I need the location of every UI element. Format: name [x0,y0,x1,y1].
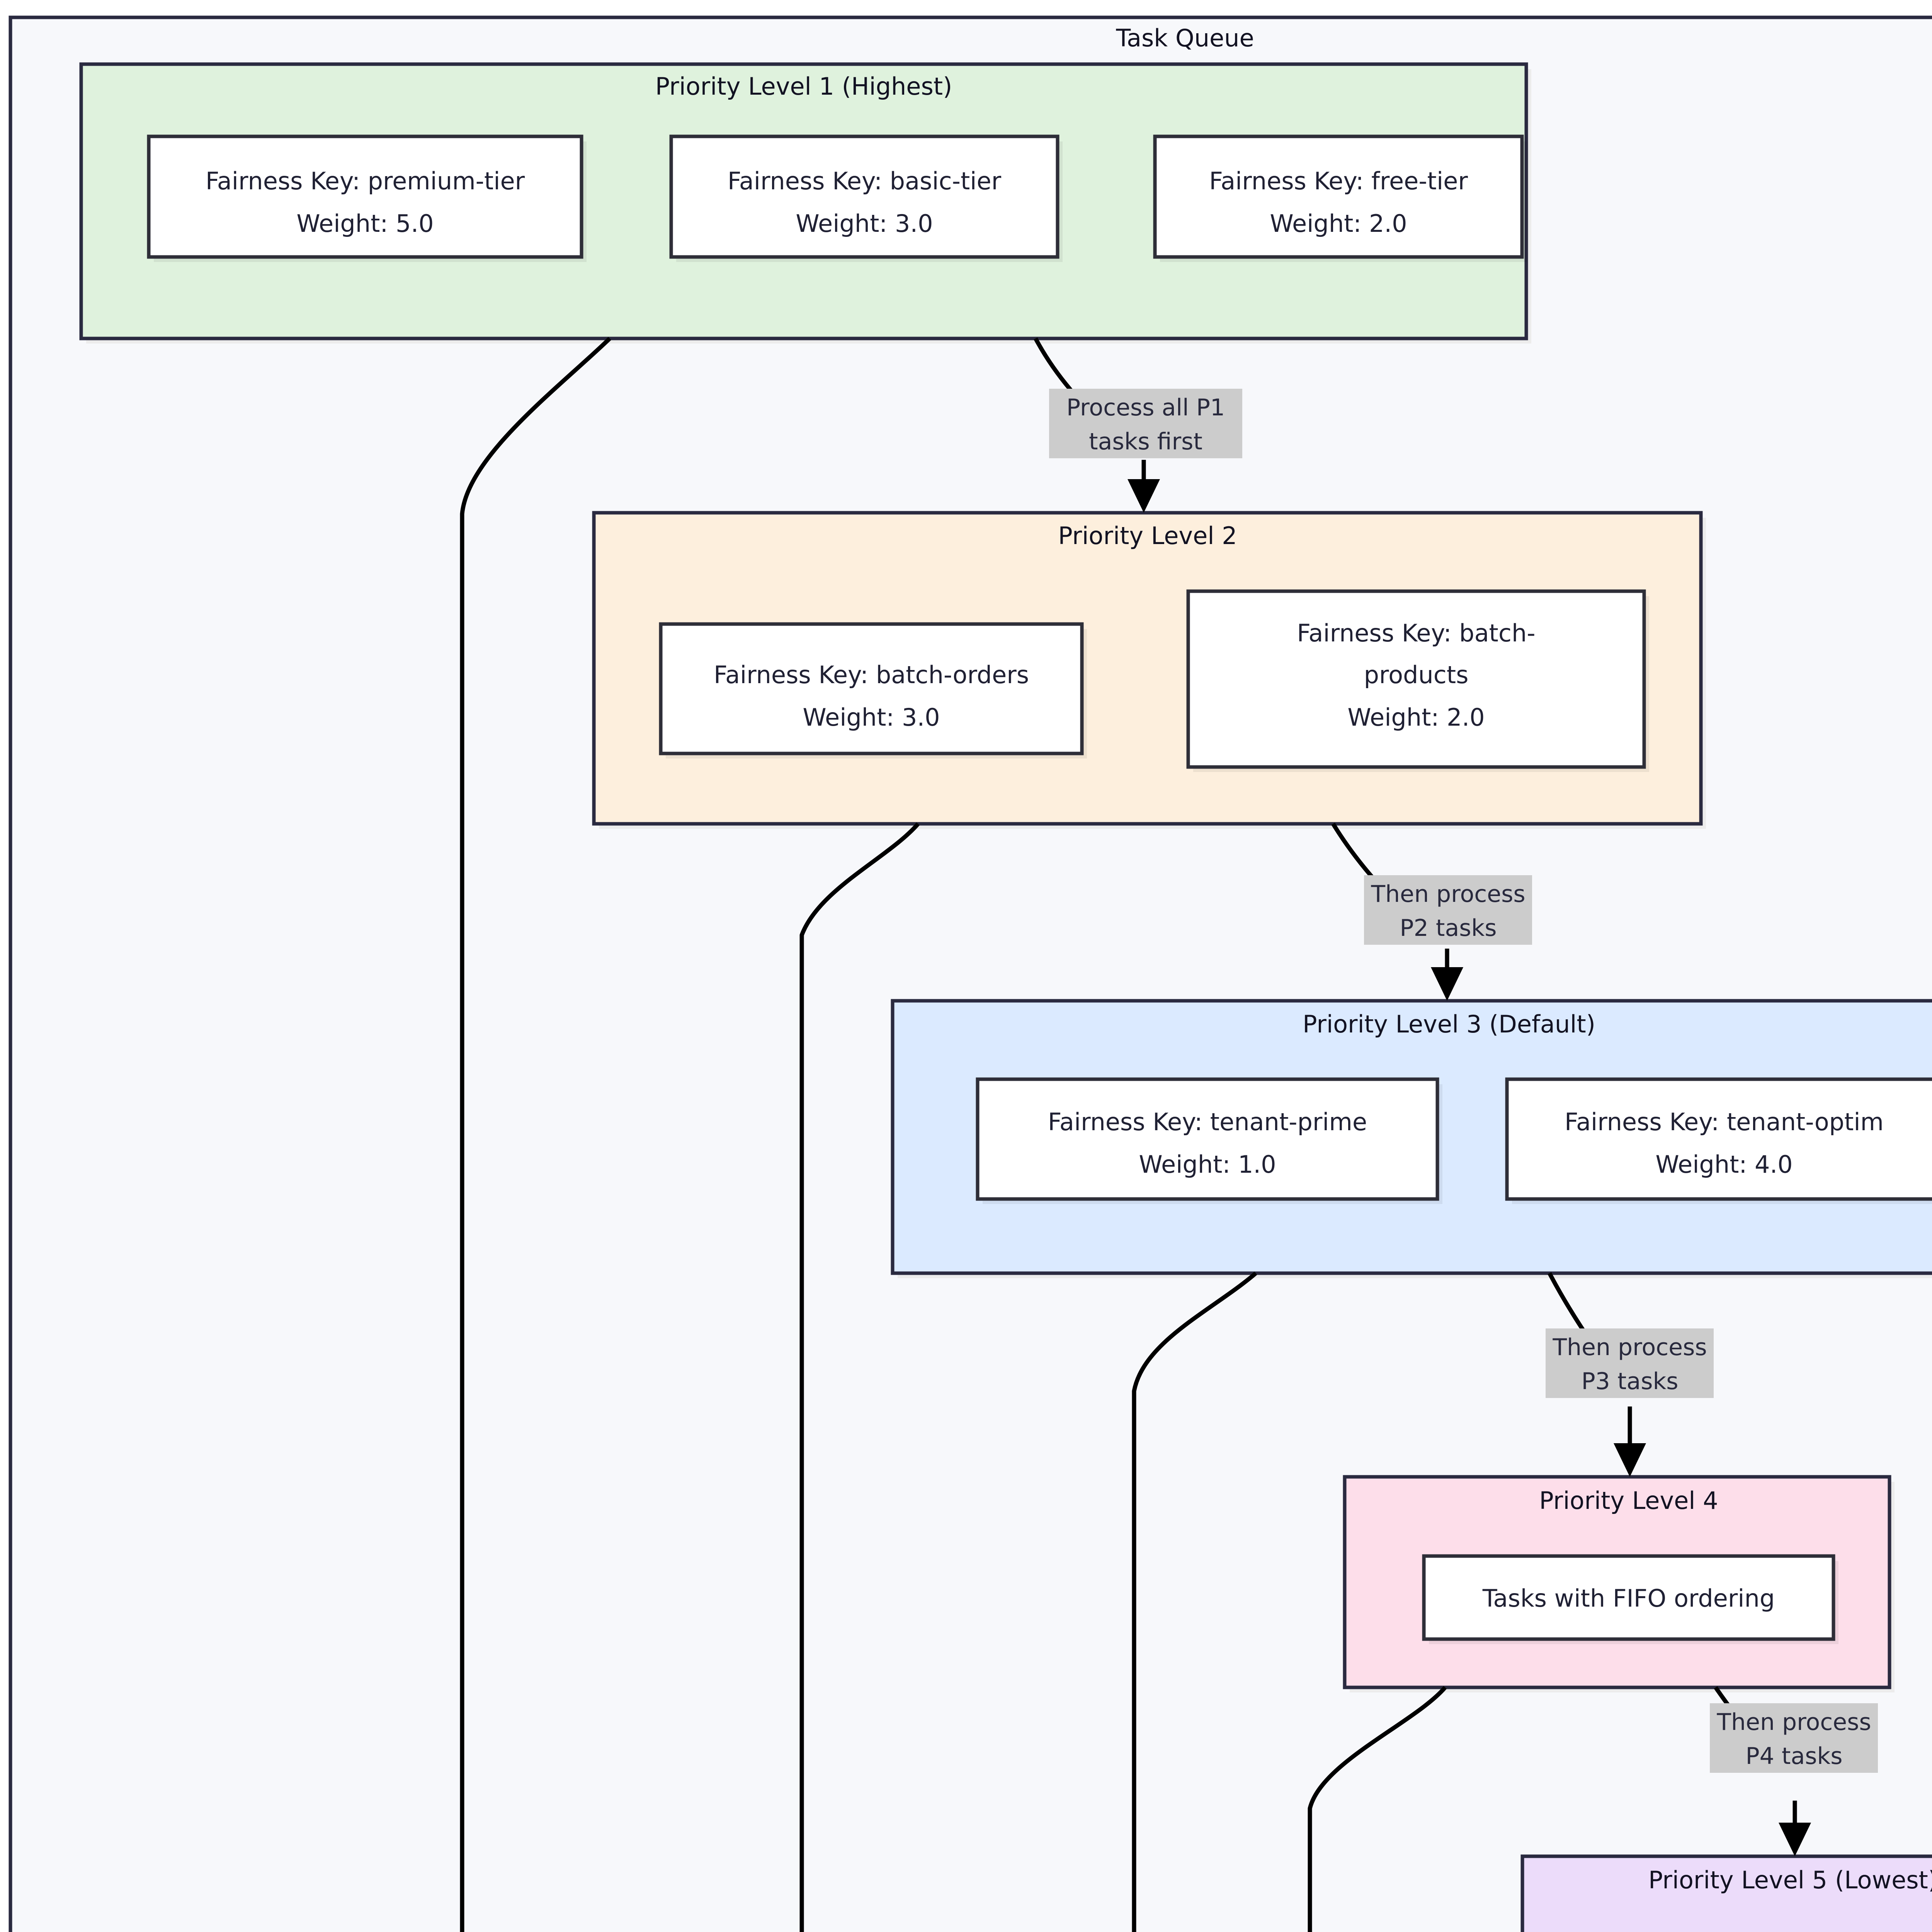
node-p1b-line1: Fairness Key: basic-tier [728,167,1002,195]
edge-label-e1-line2: tasks first [1089,428,1202,455]
node-p1-basic-tier[interactable]: Fairness Key: basic-tier Weight: 3.0 [669,134,1063,262]
edge-label-p2-p3: Then process P2 tasks [1364,875,1532,945]
node-p2a-line2: Weight: 3.0 [803,703,940,731]
edge-p3-to-workers [1132,1271,1257,1932]
node-p3b-line1: Fairness Key: tenant-optim [1565,1108,1884,1136]
edge-label-e4-line1: Then process [1716,1709,1871,1736]
node-p1a-line2: Weight: 5.0 [296,209,434,238]
node-p3b-line2: Weight: 4.0 [1655,1150,1793,1179]
node-p2b-line2: products [1364,661,1469,689]
edge-label-p3-p4: Then process P3 tasks [1546,1328,1714,1398]
cluster-title-task-queue: Task Queue [1116,24,1254,52]
node-p1c-line2: Weight: 2.0 [1270,209,1407,238]
edge-p2-to-workers [799,822,920,1932]
node-p3a-line1: Fairness Key: tenant-prime [1048,1108,1367,1136]
node-p3-tenant-optim[interactable]: Fairness Key: tenant-optim Weight: 4.0 [1505,1077,1932,1204]
node-p4a-line1: Tasks with FIFO ordering [1482,1584,1775,1612]
cluster-priority-level-3: Priority Level 3 (Default) Fairness Key:… [891,999,1932,1278]
edge-p4-to-workers [1308,1686,1447,1932]
cluster-title-p5: Priority Level 5 (Lowest) [1648,1866,1932,1894]
edge-label-e3-line1: Then process [1552,1334,1707,1361]
node-p1a-line1: Fairness Key: premium-tier [206,167,525,195]
node-p4-fifo[interactable]: Tasks with FIFO ordering [1422,1554,1838,1644]
node-p2b-line3: Weight: 2.0 [1347,703,1485,731]
cluster-title-p4: Priority Level 4 [1539,1486,1718,1515]
edge-label-p4-p5: Then process P4 tasks [1710,1703,1878,1773]
cluster-title-p2: Priority Level 2 [1058,522,1237,550]
cluster-title-p3: Priority Level 3 (Default) [1303,1010,1595,1038]
edge-label-e2-line1: Then process [1371,881,1525,908]
cluster-priority-level-2: Priority Level 2 Fairness Key: batch-ord… [592,511,1706,829]
edge-label-e4-line2: P4 tasks [1746,1743,1843,1770]
edge-label-e3-line2: P3 tasks [1582,1368,1679,1395]
edge-p1-to-workers [460,337,611,1932]
node-p2b-line1: Fairness Key: batch- [1297,619,1535,647]
node-p2-batch-products[interactable]: Fairness Key: batch- products Weight: 2.… [1186,589,1649,772]
node-p3a-line2: Weight: 1.0 [1139,1150,1276,1179]
node-p2a-line1: Fairness Key: batch-orders [714,661,1029,689]
cluster-priority-level-4: Priority Level 4 Tasks with FIFO orderin… [1343,1475,1895,1692]
edge-label-p1-p2: Process all P1 tasks first [1049,389,1242,458]
node-p2-batch-orders[interactable]: Fairness Key: batch-orders Weight: 3.0 [659,622,1087,759]
cluster-title-p1: Priority Level 1 (Highest) [655,72,952,100]
cluster-priority-level-1: Priority Level 1 (Highest) Fairness Key:… [79,62,1531,344]
node-p3-tenant-prime[interactable]: Fairness Key: tenant-prime Weight: 1.0 [976,1077,1442,1204]
node-p1-free-tier[interactable]: Fairness Key: free-tier Weight: 2.0 [1153,134,1527,262]
cluster-priority-level-5: Priority Level 5 (Lowest) Tasks with FIF… [1520,1854,1932,1932]
node-p1b-line2: Weight: 3.0 [796,209,933,238]
node-p1-premium-tier[interactable]: Fairness Key: premium-tier Weight: 5.0 [147,134,587,262]
node-p1c-line1: Fairness Key: free-tier [1209,167,1468,195]
edge-label-e1-line1: Process all P1 [1066,394,1225,421]
edge-label-e2-line2: P2 tasks [1400,915,1497,942]
